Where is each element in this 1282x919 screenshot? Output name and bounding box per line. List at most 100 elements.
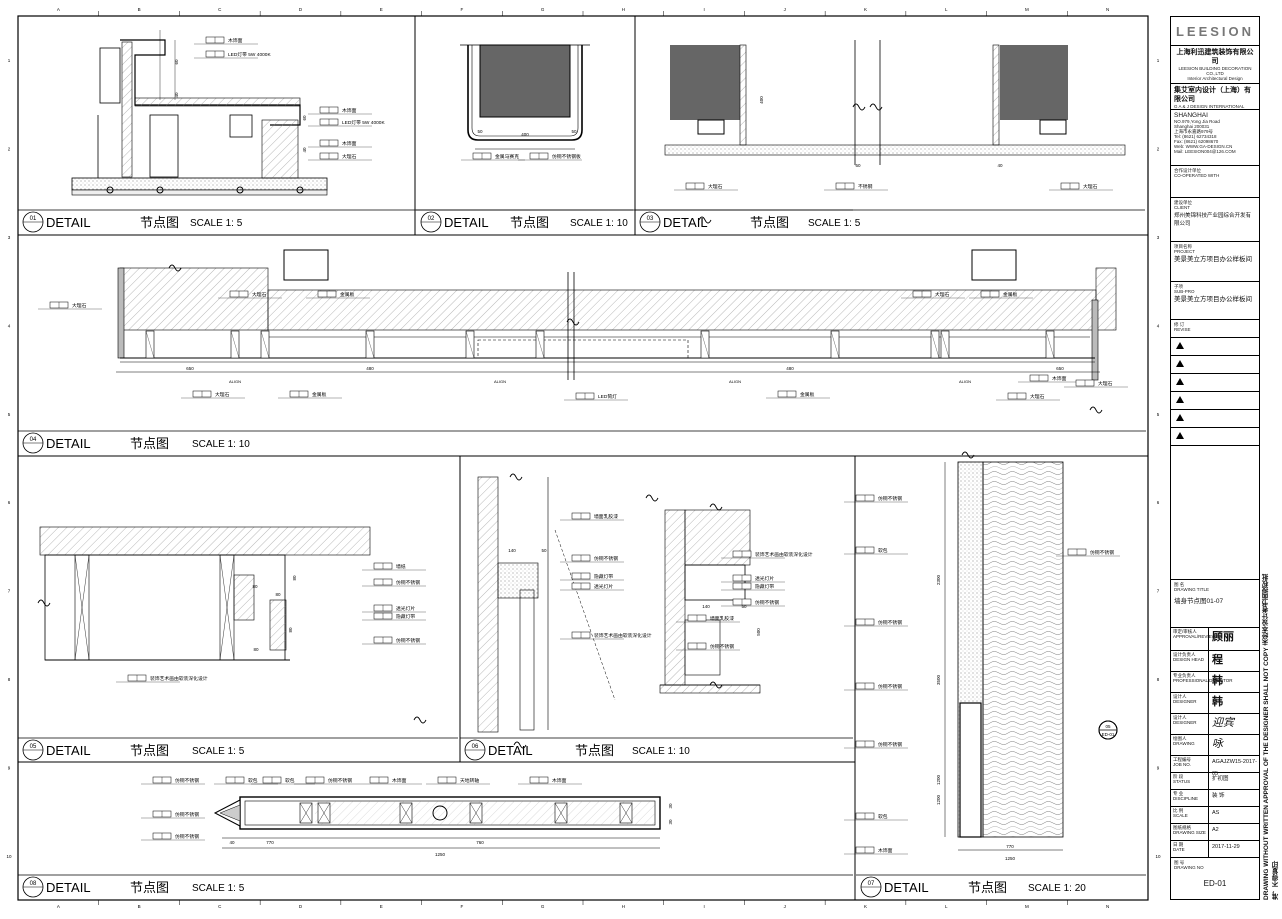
material-label: 木饰面	[342, 140, 357, 147]
signature: 迎宾	[1212, 716, 1234, 729]
revision-row	[1171, 356, 1259, 374]
drawing-label: 绘图人 DRAWING	[1171, 735, 1209, 755]
break-symbol	[513, 741, 527, 749]
break-symbol	[509, 473, 523, 481]
material-label: 透光灯片	[594, 583, 613, 590]
detail-scale: SCALE 1: 10	[570, 218, 628, 229]
info-value: 扩初图	[1212, 776, 1229, 782]
detail-cn-title: 节点图	[575, 743, 614, 758]
revision-row	[1171, 410, 1259, 428]
dimension-value: 480	[786, 366, 794, 371]
grid-col-label: A	[57, 7, 60, 12]
drawing-title-cell: 图 名 DRAWING TITLE 墙身节点图01-07	[1171, 580, 1259, 628]
break-symbol	[698, 216, 712, 224]
detail-03-drawing	[664, 40, 1126, 165]
material-label: 隐藏灯带	[594, 573, 613, 580]
dimension-value: 770	[1006, 844, 1014, 849]
dimension-value: 500	[756, 628, 761, 636]
grid-col-label: M	[1025, 904, 1029, 909]
material-label: 透光灯片	[396, 605, 415, 612]
grid-col-label: B	[138, 904, 141, 909]
dimension-value: 400	[521, 132, 529, 137]
detail-number: 06	[472, 744, 479, 750]
material-label: 仿铜不锈钢	[878, 495, 902, 502]
material-label: 木饰面	[392, 777, 407, 784]
dimension-value: 1250	[1005, 856, 1016, 861]
grid-col-label: C	[218, 7, 222, 12]
dimension-value: 60	[174, 59, 179, 65]
revision-row	[1171, 338, 1259, 356]
detail-02-drawing	[460, 44, 590, 150]
detail-word: DETAIL	[46, 215, 91, 230]
dimension-value: 80	[288, 627, 293, 633]
grid-row-label: 2	[8, 147, 11, 152]
material-label: 墙面乳胶漆	[594, 513, 618, 520]
material-label: 仿铜不锈钢	[594, 555, 618, 562]
detail-cn-title: 节点图	[130, 743, 169, 758]
section-mark-tag: 05	[1105, 724, 1111, 729]
grid-col-label: D	[299, 7, 303, 12]
detail-word: DETAIL	[488, 743, 533, 758]
detail-scale: SCALE 1: 5	[190, 218, 243, 229]
address-line: NO.979,Yong Jia Road	[1174, 119, 1220, 124]
info-key: 比 例 SCALE	[1171, 807, 1209, 823]
dimension-value: 40	[997, 163, 1003, 168]
material-label: 仿铜不锈钢	[328, 777, 352, 784]
detail-08-drawing	[213, 796, 661, 849]
material-label: 不锈钢	[858, 183, 873, 190]
detail-number: 05	[30, 744, 37, 750]
dimension-value: 80	[252, 584, 258, 589]
grid-col-label: I	[703, 7, 704, 12]
grid-col-label: N	[1106, 7, 1109, 12]
material-label: 木饰面	[552, 777, 567, 784]
drawing-no-value: ED-01	[1203, 879, 1227, 888]
info-key: 图纸规格 DRAWING SIZE	[1171, 824, 1209, 840]
detail-number: 04	[30, 437, 37, 443]
info-key: 阶 段 STATUS	[1171, 773, 1209, 789]
material-label: 墙面乳胶漆	[710, 615, 734, 622]
material-label: 木饰面	[342, 107, 357, 114]
address-line: Mail: LEESION004@126.COM	[1174, 149, 1236, 154]
info-key: 专 业 DISCIPLINE	[1171, 790, 1209, 806]
grid-col-label: D	[299, 904, 303, 909]
dimension-value: 30	[668, 819, 673, 825]
material-label: 仿铜不锈钢	[175, 811, 199, 818]
material-label: LED灯带 5W 4000K	[228, 51, 271, 58]
detail-number: 03	[647, 216, 654, 222]
info-value: 装 饰	[1212, 793, 1225, 799]
detail-number: 08	[30, 881, 37, 887]
grid-row-label: 4	[1157, 323, 1160, 328]
company1-sub: Interior Architectural Design	[1187, 76, 1243, 81]
dimension-value: 50	[741, 604, 747, 609]
material-label: 装饰艺术画由软装深化设计	[594, 632, 652, 639]
material-label: 仿铜不锈钢	[175, 777, 199, 784]
dimension-value: 40	[302, 147, 307, 153]
grid-row-label: 10	[6, 854, 12, 859]
detail-word: DETAIL	[46, 743, 91, 758]
subpro-value: 美景美立方项目办公样板间	[1174, 296, 1252, 303]
material-label: 软包	[878, 813, 888, 820]
dimension-value: 40	[174, 92, 179, 98]
detail-word: DETAIL	[46, 436, 91, 451]
revision-triangle-icon	[1176, 432, 1184, 439]
material-label: 仿铜不锈钢	[396, 579, 420, 586]
material-label: 大理石	[342, 153, 357, 160]
grid-col-label: E	[380, 904, 383, 909]
detail-06-drawing	[477, 476, 761, 733]
company1-name-en: LEESION BUILDING DECORATION CO.,LTD	[1178, 66, 1252, 76]
detail-05-drawing	[39, 526, 371, 661]
grid-row-label: 6	[1157, 500, 1160, 505]
material-label: 软包	[248, 777, 258, 784]
grid-row-label: 9	[1157, 765, 1160, 770]
section-mark-symbol: 05 ED-01	[1098, 720, 1118, 740]
grid-col-label: N	[1106, 904, 1109, 909]
detail-word: DETAIL	[663, 215, 708, 230]
